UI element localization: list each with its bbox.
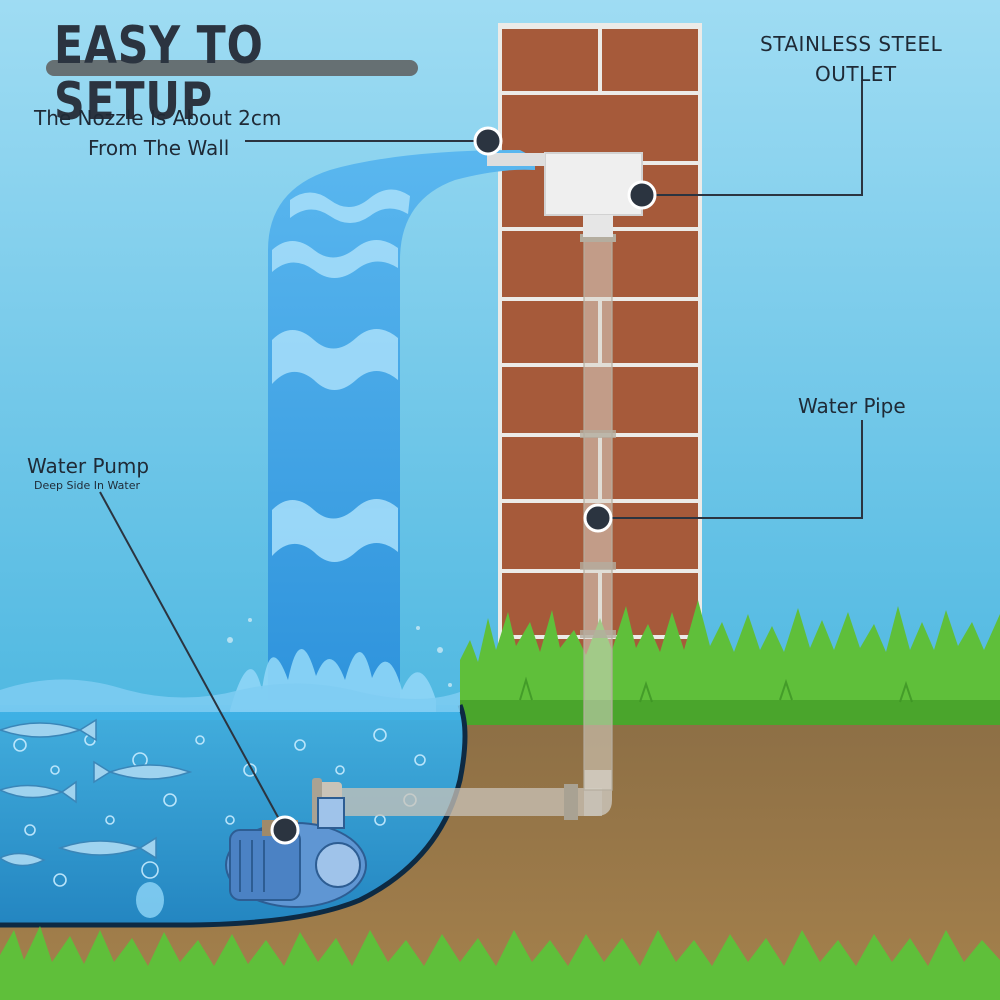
nozzle-label-line2: From The Wall [88,136,229,160]
pipe-label: Water Pipe [798,394,906,418]
outlet-label-line2: OUTLET [815,62,897,86]
title-banner: EASY TO SETUP [44,14,416,76]
pump-label: Water Pump [27,454,149,478]
outlet-label-line1: STAINLESS STEEL [760,32,942,56]
pump-sublabel: Deep Side In Water [34,479,140,492]
nozzle-label-line1: The Nozzle Is About 2cm [34,106,281,130]
